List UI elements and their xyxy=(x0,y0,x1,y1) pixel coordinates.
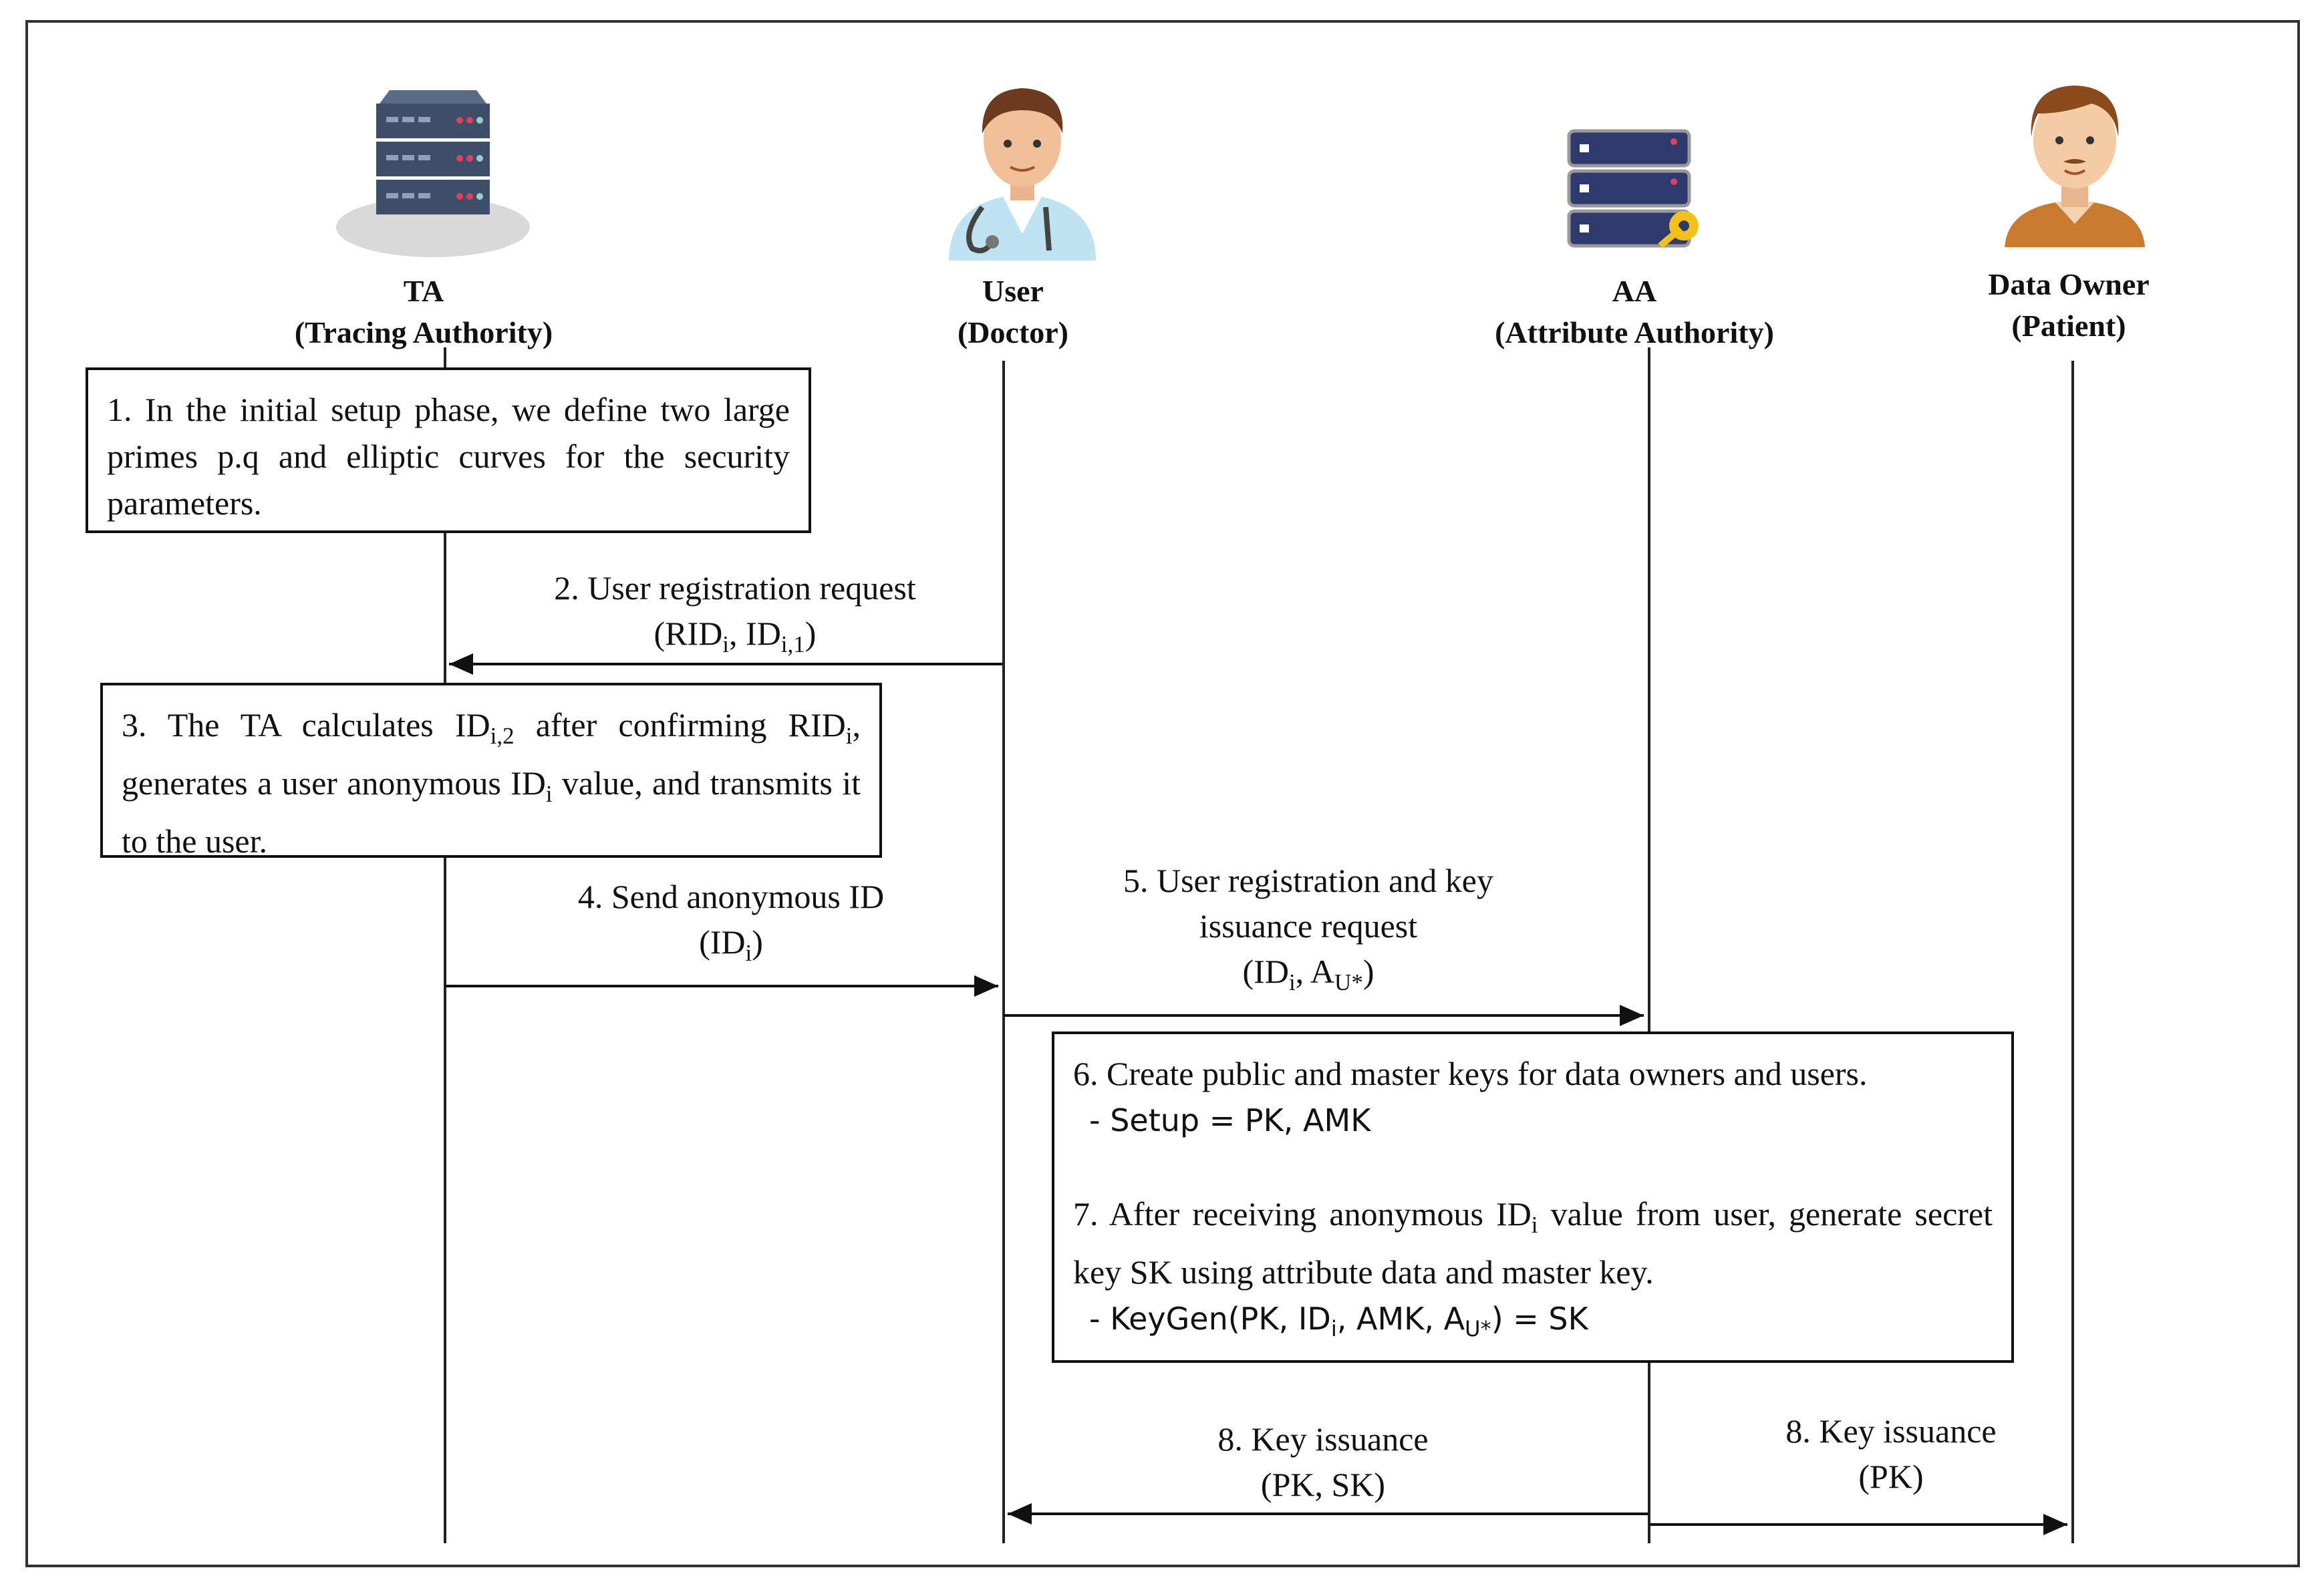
step-7-keygen: - KeyGen(PK, IDi, AMK, AU*) = SK xyxy=(1089,1301,1588,1342)
server-rack-icon xyxy=(336,90,530,257)
message-8a-params: (PK, SK) xyxy=(1260,1466,1386,1503)
step-3-box: 3. The TA calculates IDi,2 after confirm… xyxy=(100,683,882,860)
step-6-text: 6. Create public and master keys for dat… xyxy=(1073,1055,1868,1092)
message-8a-label: 8. Key issuance (PK, SK) xyxy=(1217,1416,1428,1507)
owner-role: (Patient) xyxy=(2011,309,2126,343)
aa-name: AA xyxy=(1612,274,1657,308)
message-4-params: (IDi) xyxy=(699,923,763,966)
message-8a-title: 8. Key issuance xyxy=(1217,1420,1429,1458)
aa-label: AA (Attribute Authority) xyxy=(1495,271,1774,353)
ta-lifeline xyxy=(444,347,446,1543)
message-4-label: 4. Send anonymous ID (IDi) xyxy=(578,874,884,976)
step-7-text: 7. After receiving anonymous IDi value f… xyxy=(1073,1195,1993,1291)
ta-label: TA (Tracing Authority) xyxy=(295,271,553,353)
message-8b-label: 8. Key issuance (PK) xyxy=(1785,1408,1996,1499)
message-2-label: 2. User registration request (RIDi, IDi,… xyxy=(554,565,916,667)
message-5-label: 5. User registration and key issuance re… xyxy=(1123,858,1493,1005)
patient-icon xyxy=(2005,86,2145,247)
step-3-text: 3. The TA calculates IDi,2 after confirm… xyxy=(122,706,861,860)
owner-label: Data Owner (Patient) xyxy=(1988,264,2149,347)
user-name: User xyxy=(982,274,1044,308)
message-8b-params: (PK) xyxy=(1858,1458,1924,1495)
ta-role: (Tracing Authority) xyxy=(294,315,553,349)
step-1-box: 1. In the initial setup phase, we define… xyxy=(86,367,811,533)
user-lifeline xyxy=(1002,361,1005,1543)
server-key-icon xyxy=(1567,129,1699,249)
message-5-params: (IDi, AU*) xyxy=(1242,953,1374,995)
message-5-title: 5. User registration and key xyxy=(1123,862,1494,899)
diagram-frame xyxy=(25,20,2300,1567)
message-5-title2: issuance request xyxy=(1199,907,1418,945)
message-8b-title: 8. Key issuance xyxy=(1785,1412,1997,1450)
message-2-title: 2. User registration request xyxy=(554,569,916,607)
aa-role: (Attribute Authority) xyxy=(1495,315,1774,349)
owner-lifeline xyxy=(2071,361,2074,1543)
owner-name: Data Owner xyxy=(1988,267,2150,301)
step-6-7-box: 6. Create public and master keys for dat… xyxy=(1052,1031,2014,1363)
step-1-text: 1. In the initial setup phase, we define… xyxy=(107,391,790,522)
message-2-params: (RIDi, IDi,1) xyxy=(653,615,817,657)
doctor-icon xyxy=(949,88,1096,261)
user-role: (Doctor) xyxy=(957,315,1069,349)
ta-name: TA xyxy=(403,274,444,308)
user-label: User (Doctor) xyxy=(958,271,1068,353)
step-6-setup: - Setup = PK, AMK xyxy=(1089,1102,1371,1138)
message-4-title: 4. Send anonymous ID xyxy=(577,878,885,915)
aa-lifeline xyxy=(1648,347,1650,1543)
